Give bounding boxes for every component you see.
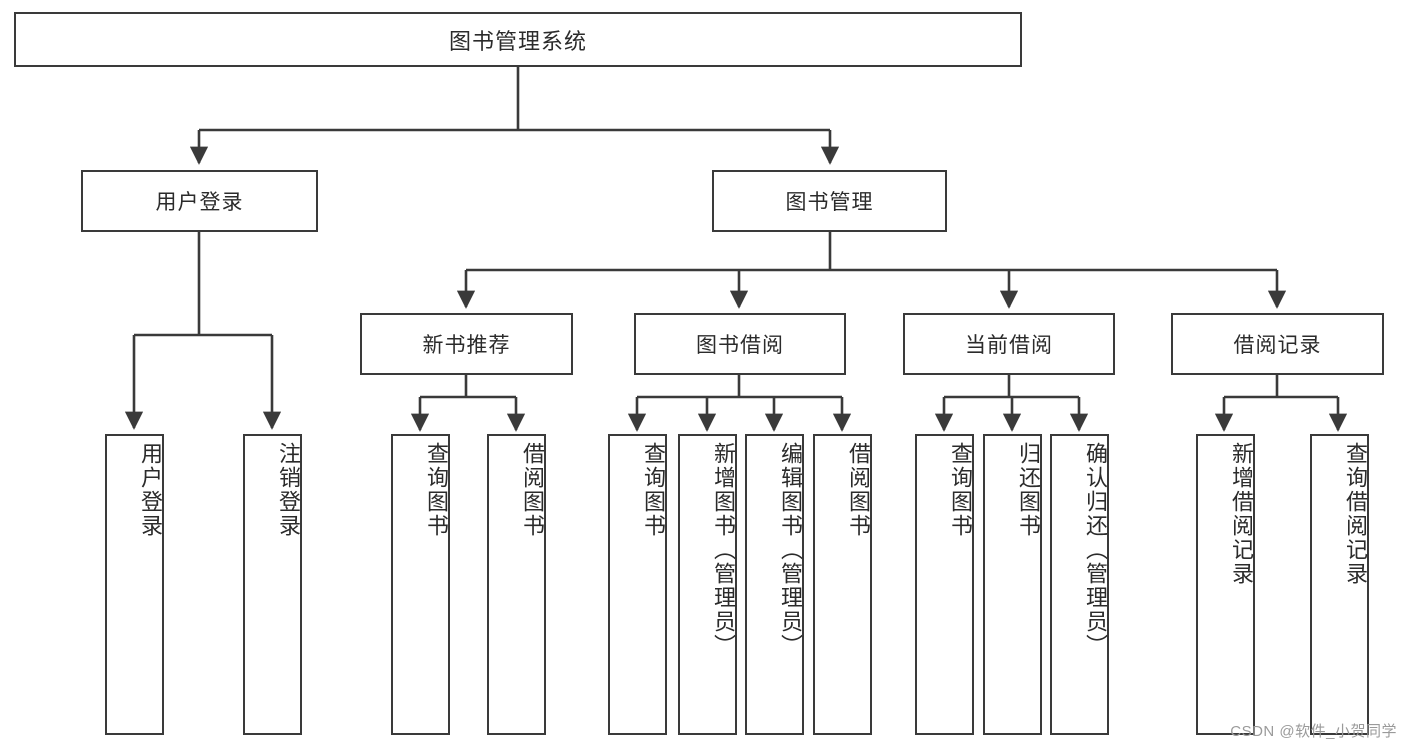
leaf-borrow-edit-book-admin[interactable]: 编辑图书（管理员） [745, 434, 804, 735]
node-label: 图书管理 [785, 191, 874, 214]
node-label: 新增借阅记录 [1229, 442, 1254, 586]
node-label: 图书管理系统 [448, 28, 587, 54]
leaf-recommend-borrow-book[interactable]: 借阅图书 [487, 434, 546, 735]
node-label: 查询图书 [424, 442, 449, 538]
node-book-management[interactable]: 图书管理 [712, 170, 947, 232]
node-label: 当前借阅 [965, 334, 1053, 357]
node-label: 借阅记录 [1233, 334, 1322, 357]
leaf-borrow-add-book-admin[interactable]: 新增图书（管理员） [678, 434, 737, 735]
node-label: 图书借阅 [696, 334, 784, 357]
node-new-book-recommend[interactable]: 新书推荐 [360, 313, 573, 375]
leaf-current-return-book[interactable]: 归还图书 [983, 434, 1042, 735]
leaf-record-query-record[interactable]: 查询借阅记录 [1310, 434, 1369, 735]
node-label: 查询图书 [948, 442, 973, 538]
node-label: 归还图书 [1016, 442, 1041, 538]
csdn-watermark: CSDN @软件_小贺同学 [1230, 723, 1397, 740]
node-book-borrow[interactable]: 图书借阅 [634, 313, 846, 375]
node-label: 借阅图书 [846, 442, 871, 538]
leaf-current-confirm-return-admin[interactable]: 确认归还（管理员） [1050, 434, 1109, 735]
node-borrow-record[interactable]: 借阅记录 [1171, 313, 1384, 375]
node-label: 确认归还（管理员） [1083, 442, 1108, 658]
leaf-current-query-book[interactable]: 查询图书 [915, 434, 974, 735]
node-label: 用户登录 [155, 191, 244, 214]
node-label: 借阅图书 [520, 442, 545, 538]
leaf-record-add-record[interactable]: 新增借阅记录 [1196, 434, 1255, 735]
node-root-system[interactable]: 图书管理系统 [14, 12, 1022, 67]
node-label: 编辑图书（管理员） [778, 442, 803, 658]
node-label: 新书推荐 [422, 334, 511, 357]
leaf-user-login-signout[interactable]: 注销登录 [243, 434, 302, 735]
leaf-recommend-query-book[interactable]: 查询图书 [391, 434, 450, 735]
node-label: 查询借阅记录 [1343, 442, 1368, 586]
node-user-login[interactable]: 用户登录 [81, 170, 318, 232]
node-current-borrow[interactable]: 当前借阅 [903, 313, 1115, 375]
node-label: 查询图书 [641, 442, 666, 538]
node-label: 新增图书（管理员） [711, 442, 736, 658]
leaf-user-login-signin[interactable]: 用户登录 [105, 434, 164, 735]
node-label: 注销登录 [276, 442, 301, 538]
leaf-borrow-query-book[interactable]: 查询图书 [608, 434, 667, 735]
leaf-borrow-borrow-book[interactable]: 借阅图书 [813, 434, 872, 735]
node-label: 用户登录 [138, 442, 163, 538]
